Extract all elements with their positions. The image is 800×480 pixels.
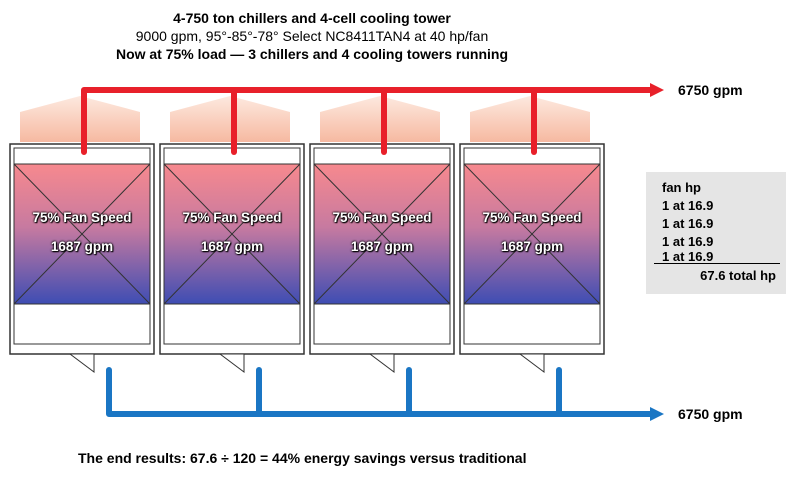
tower-cell-4 (459, 143, 605, 373)
fan-hp-row: 1 at 16.9 (662, 198, 714, 213)
cell-4-fan-speed: 75% Fan Speed (482, 210, 582, 225)
tower-cell-1 (9, 143, 155, 373)
heat-plume-2 (170, 96, 290, 142)
fan-hp-row: 1 at 16.9 (662, 216, 714, 231)
return-arrow (650, 407, 664, 421)
heat-plume-1 (20, 96, 140, 142)
cold-water-return-pipe (106, 367, 655, 417)
cell-4-flow: 1687 gpm (500, 239, 564, 254)
heat-plume-4 (470, 96, 590, 142)
energy-savings-summary: The end results: 67.6 ÷ 120 = 44% energy… (78, 450, 527, 466)
diagram-title: 4-750 ton chillers and 4-cell cooling to… (173, 10, 451, 26)
fan-hp-row: 1 at 16.9 (662, 234, 714, 249)
fan-hp-divider (654, 263, 780, 264)
cell-1-fan-speed: 75% Fan Speed (32, 210, 132, 225)
supply-flow-label: 6750 gpm (678, 82, 743, 98)
return-flow-label: 6750 gpm (678, 406, 743, 422)
hot-water-supply-pipe (81, 87, 655, 155)
load-status-text: Now at 75% load — 3 chillers and 4 cooli… (115, 46, 509, 62)
cell-2-flow: 1687 gpm (200, 239, 264, 254)
heat-plumes (20, 96, 590, 142)
fan-hp-row: 1 at 16.9 (662, 249, 714, 264)
tower-cell-2 (159, 143, 305, 373)
cell-2-fan-speed: 75% Fan Speed (182, 210, 282, 225)
fan-hp-heading: fan hp (662, 180, 701, 195)
cell-3-fan-speed: 75% Fan Speed (332, 210, 432, 225)
fan-hp-total: 67.6 total hp (700, 268, 776, 283)
tower-cell-3 (309, 143, 455, 373)
supply-arrow (650, 83, 664, 97)
diagram-subtitle: 9000 gpm, 95°-85°-78° Select NC8411TAN4 … (135, 28, 489, 44)
cell-1-flow: 1687 gpm (50, 239, 114, 254)
fan-hp-summary: fan hp 1 at 16.9 1 at 16.9 1 at 16.9 1 a… (646, 172, 786, 294)
cell-3-flow: 1687 gpm (350, 239, 414, 254)
heat-plume-3 (320, 96, 440, 142)
